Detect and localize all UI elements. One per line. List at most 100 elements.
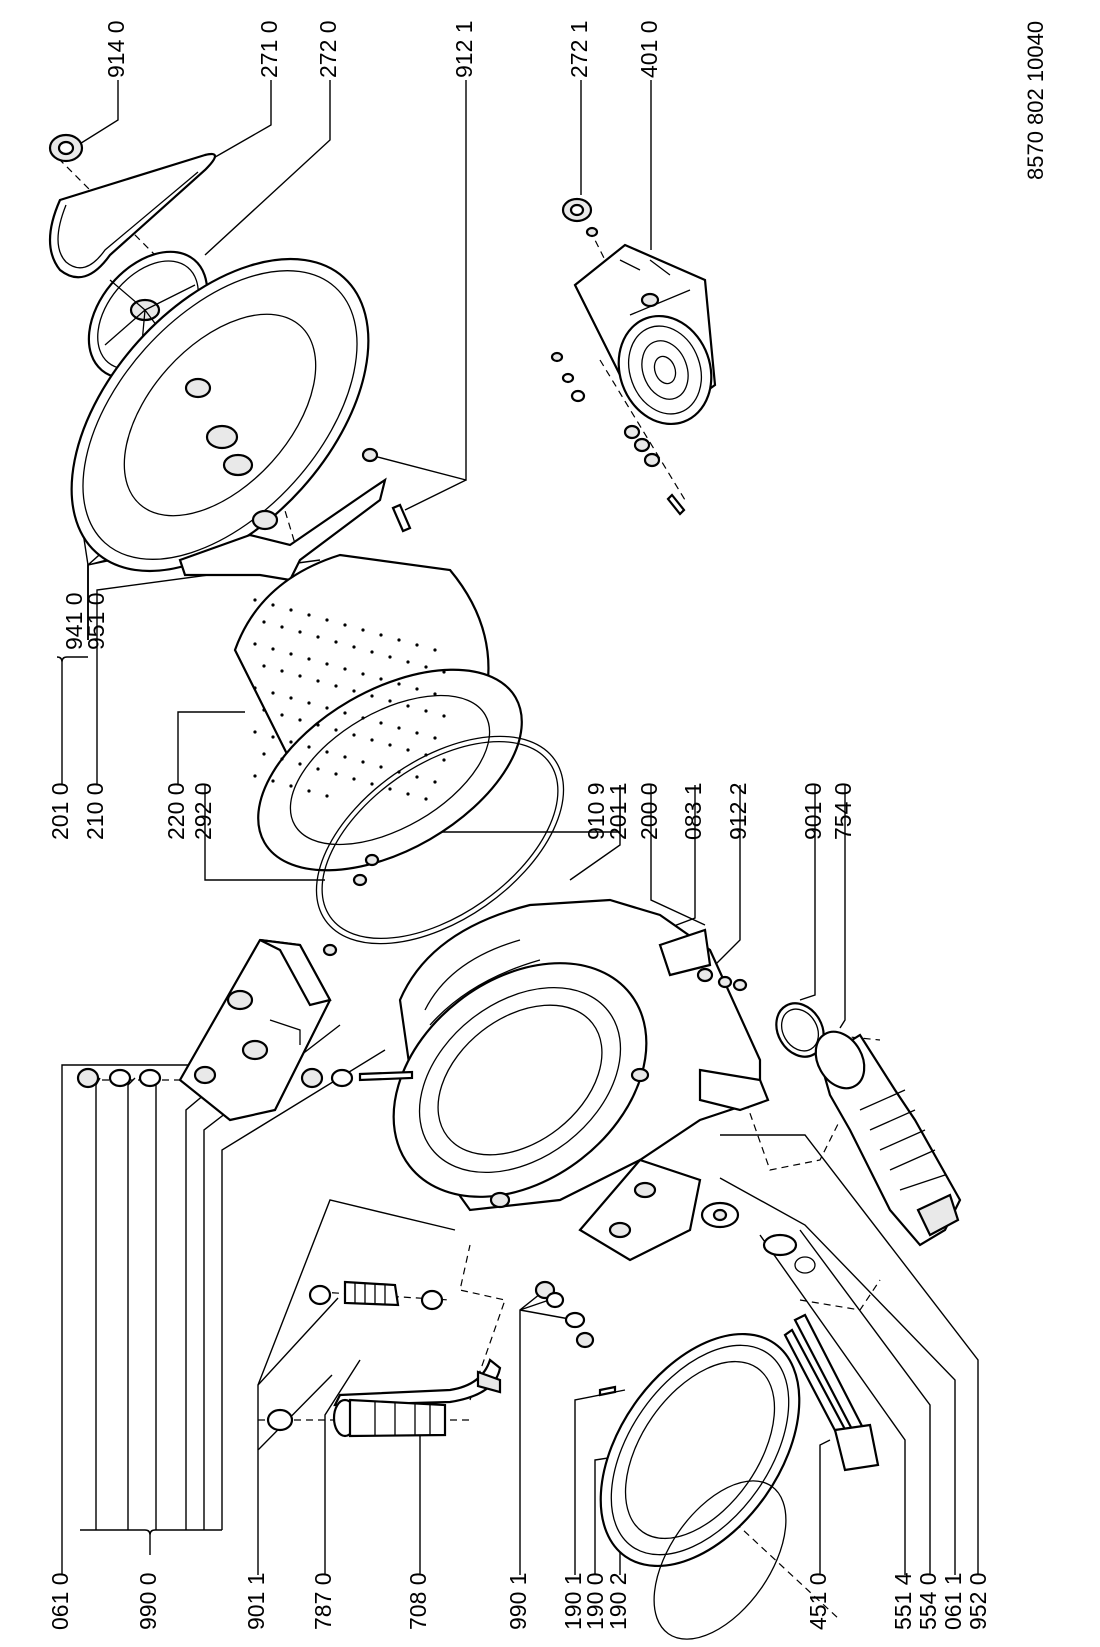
drum-perforation-dot [388, 699, 392, 703]
drum-perforation-dot [370, 694, 374, 698]
drum-perforation-dot [352, 689, 356, 693]
drum-perforation-dot [343, 755, 347, 759]
drum-perforation-dot [361, 628, 365, 632]
callout-951-0: 951 0 [83, 592, 109, 650]
drum-perforation-dot [271, 691, 275, 695]
drive-motor-part [573, 243, 717, 426]
drum-perforation-dot [334, 684, 338, 688]
callout-914-0: 914 0 [103, 20, 129, 78]
callout-990-0: 990 0 [135, 1572, 161, 1630]
drum-perforation-dot [298, 718, 302, 722]
drum-perforation-dot [316, 635, 320, 639]
drum-perforation-dot [262, 664, 266, 668]
drum-perforation-dot [397, 726, 401, 730]
drum-perforation-dot [397, 682, 401, 686]
drum-perforation-dot [253, 598, 257, 602]
callout-901-1: 901 1 [243, 1572, 269, 1630]
callout-401-0: 401 0 [636, 20, 662, 78]
callout-210-0: 210 0 [82, 782, 108, 840]
drum-perforation-dot [262, 752, 266, 756]
drum-perforation-dot [325, 794, 329, 798]
drum-perforation-dot [361, 672, 365, 676]
drum-perforation-dot [370, 738, 374, 742]
callout-061-1: 061 1 [940, 1572, 966, 1630]
drum-perforation-dot [298, 630, 302, 634]
hose-clamp-part [775, 1002, 825, 1058]
perforated-drum-part [233, 553, 523, 872]
sump-hose-part [814, 1030, 962, 1247]
drum-perforation-dot [361, 716, 365, 720]
drum-seal-ring-part [315, 735, 565, 957]
drum-perforation-dot [289, 784, 293, 788]
drum-perforation-dot [415, 687, 419, 691]
drum-perforation-dot [406, 748, 410, 752]
drum-perforation-dot [325, 618, 329, 622]
drum-perforation-dot [406, 704, 410, 708]
drum-perforation-dot [289, 696, 293, 700]
callout-910-9: 910 9 [583, 782, 609, 840]
callout-201-1: 201 1 [605, 782, 631, 840]
drum-perforation-dot [433, 780, 437, 784]
drum-perforation-dot [424, 709, 428, 713]
drum-perforation-dot [316, 679, 320, 683]
drum-perforation-dot [298, 762, 302, 766]
callout-787-0: 787 0 [310, 1572, 336, 1630]
drive-belt-part [49, 152, 217, 279]
hose-fitting-part [308, 1280, 444, 1311]
drum-perforation-dot [280, 713, 284, 717]
pulley-nut-part [48, 133, 84, 163]
drum-perforation-dot [262, 708, 266, 712]
callout-272-0: 272 0 [315, 20, 341, 78]
drum-perforation-dot [379, 633, 383, 637]
drum-perforation-dot [334, 728, 338, 732]
drum-spider-part [178, 447, 412, 582]
drum-perforation-dot [334, 772, 338, 776]
drum-perforation-dot [361, 760, 365, 764]
callout-990-1: 990 1 [505, 1572, 531, 1630]
drum-perforation-dot [433, 692, 437, 696]
drum-perforation-dot [289, 652, 293, 656]
callout-labels: 061 0 990 0 901 1 787 0 708 0 990 1 190 … [47, 20, 1048, 1630]
door-seal-part [598, 1332, 801, 1640]
drum-perforation-dot [307, 613, 311, 617]
drum-perforation-dot [253, 774, 257, 778]
callout-190-0: 190 0 [582, 1572, 608, 1630]
drum-perforation-dot [388, 655, 392, 659]
screw-set-part [534, 1280, 595, 1349]
drum-perforation-dot [433, 736, 437, 740]
drum-perforation-dot [253, 642, 257, 646]
drum-perforation-dot [280, 757, 284, 761]
drum-perforation-dot [352, 645, 356, 649]
callout-912-2: 912 2 [725, 782, 751, 840]
drum-perforation-dot [433, 648, 437, 652]
pressure-switch-part [700, 1201, 816, 1274]
drum-perforation-dot [307, 657, 311, 661]
drum-perforation-dot [262, 620, 266, 624]
drum-perforation-dot [415, 731, 419, 735]
drum-perforation-dot [406, 660, 410, 664]
drum-perforation-dot [271, 647, 275, 651]
drum-perforation-dot [325, 750, 329, 754]
front-tub-part [392, 898, 770, 1212]
drum-perforation-dot [325, 662, 329, 666]
drum-perforation-dot [316, 767, 320, 771]
drum-perforation-dot [307, 789, 311, 793]
tub-bracket-part [658, 928, 748, 992]
front-weight-part [578, 1158, 702, 1262]
motor-pulley-part [561, 197, 599, 238]
callout-083-1: 083 1 [680, 782, 706, 840]
callout-708-0: 708 0 [405, 1572, 431, 1630]
callout-912-1: 912 1 [451, 20, 477, 78]
drum-perforation-dot [271, 779, 275, 783]
callout-754-0: 754 0 [830, 782, 856, 840]
heater-element-part [783, 1313, 880, 1472]
drum-perforation-dot [343, 711, 347, 715]
drum-perforation-dot [415, 643, 419, 647]
drum-perforation-dot [343, 623, 347, 627]
callout-272-1: 272 1 [566, 20, 592, 78]
callout-190-2: 190 2 [605, 1572, 631, 1630]
callout-200-0: 200 0 [636, 782, 662, 840]
drum-perforation-dot [343, 667, 347, 671]
callout-201-0: 201 0 [47, 782, 73, 840]
drum-perforation-dot [298, 674, 302, 678]
